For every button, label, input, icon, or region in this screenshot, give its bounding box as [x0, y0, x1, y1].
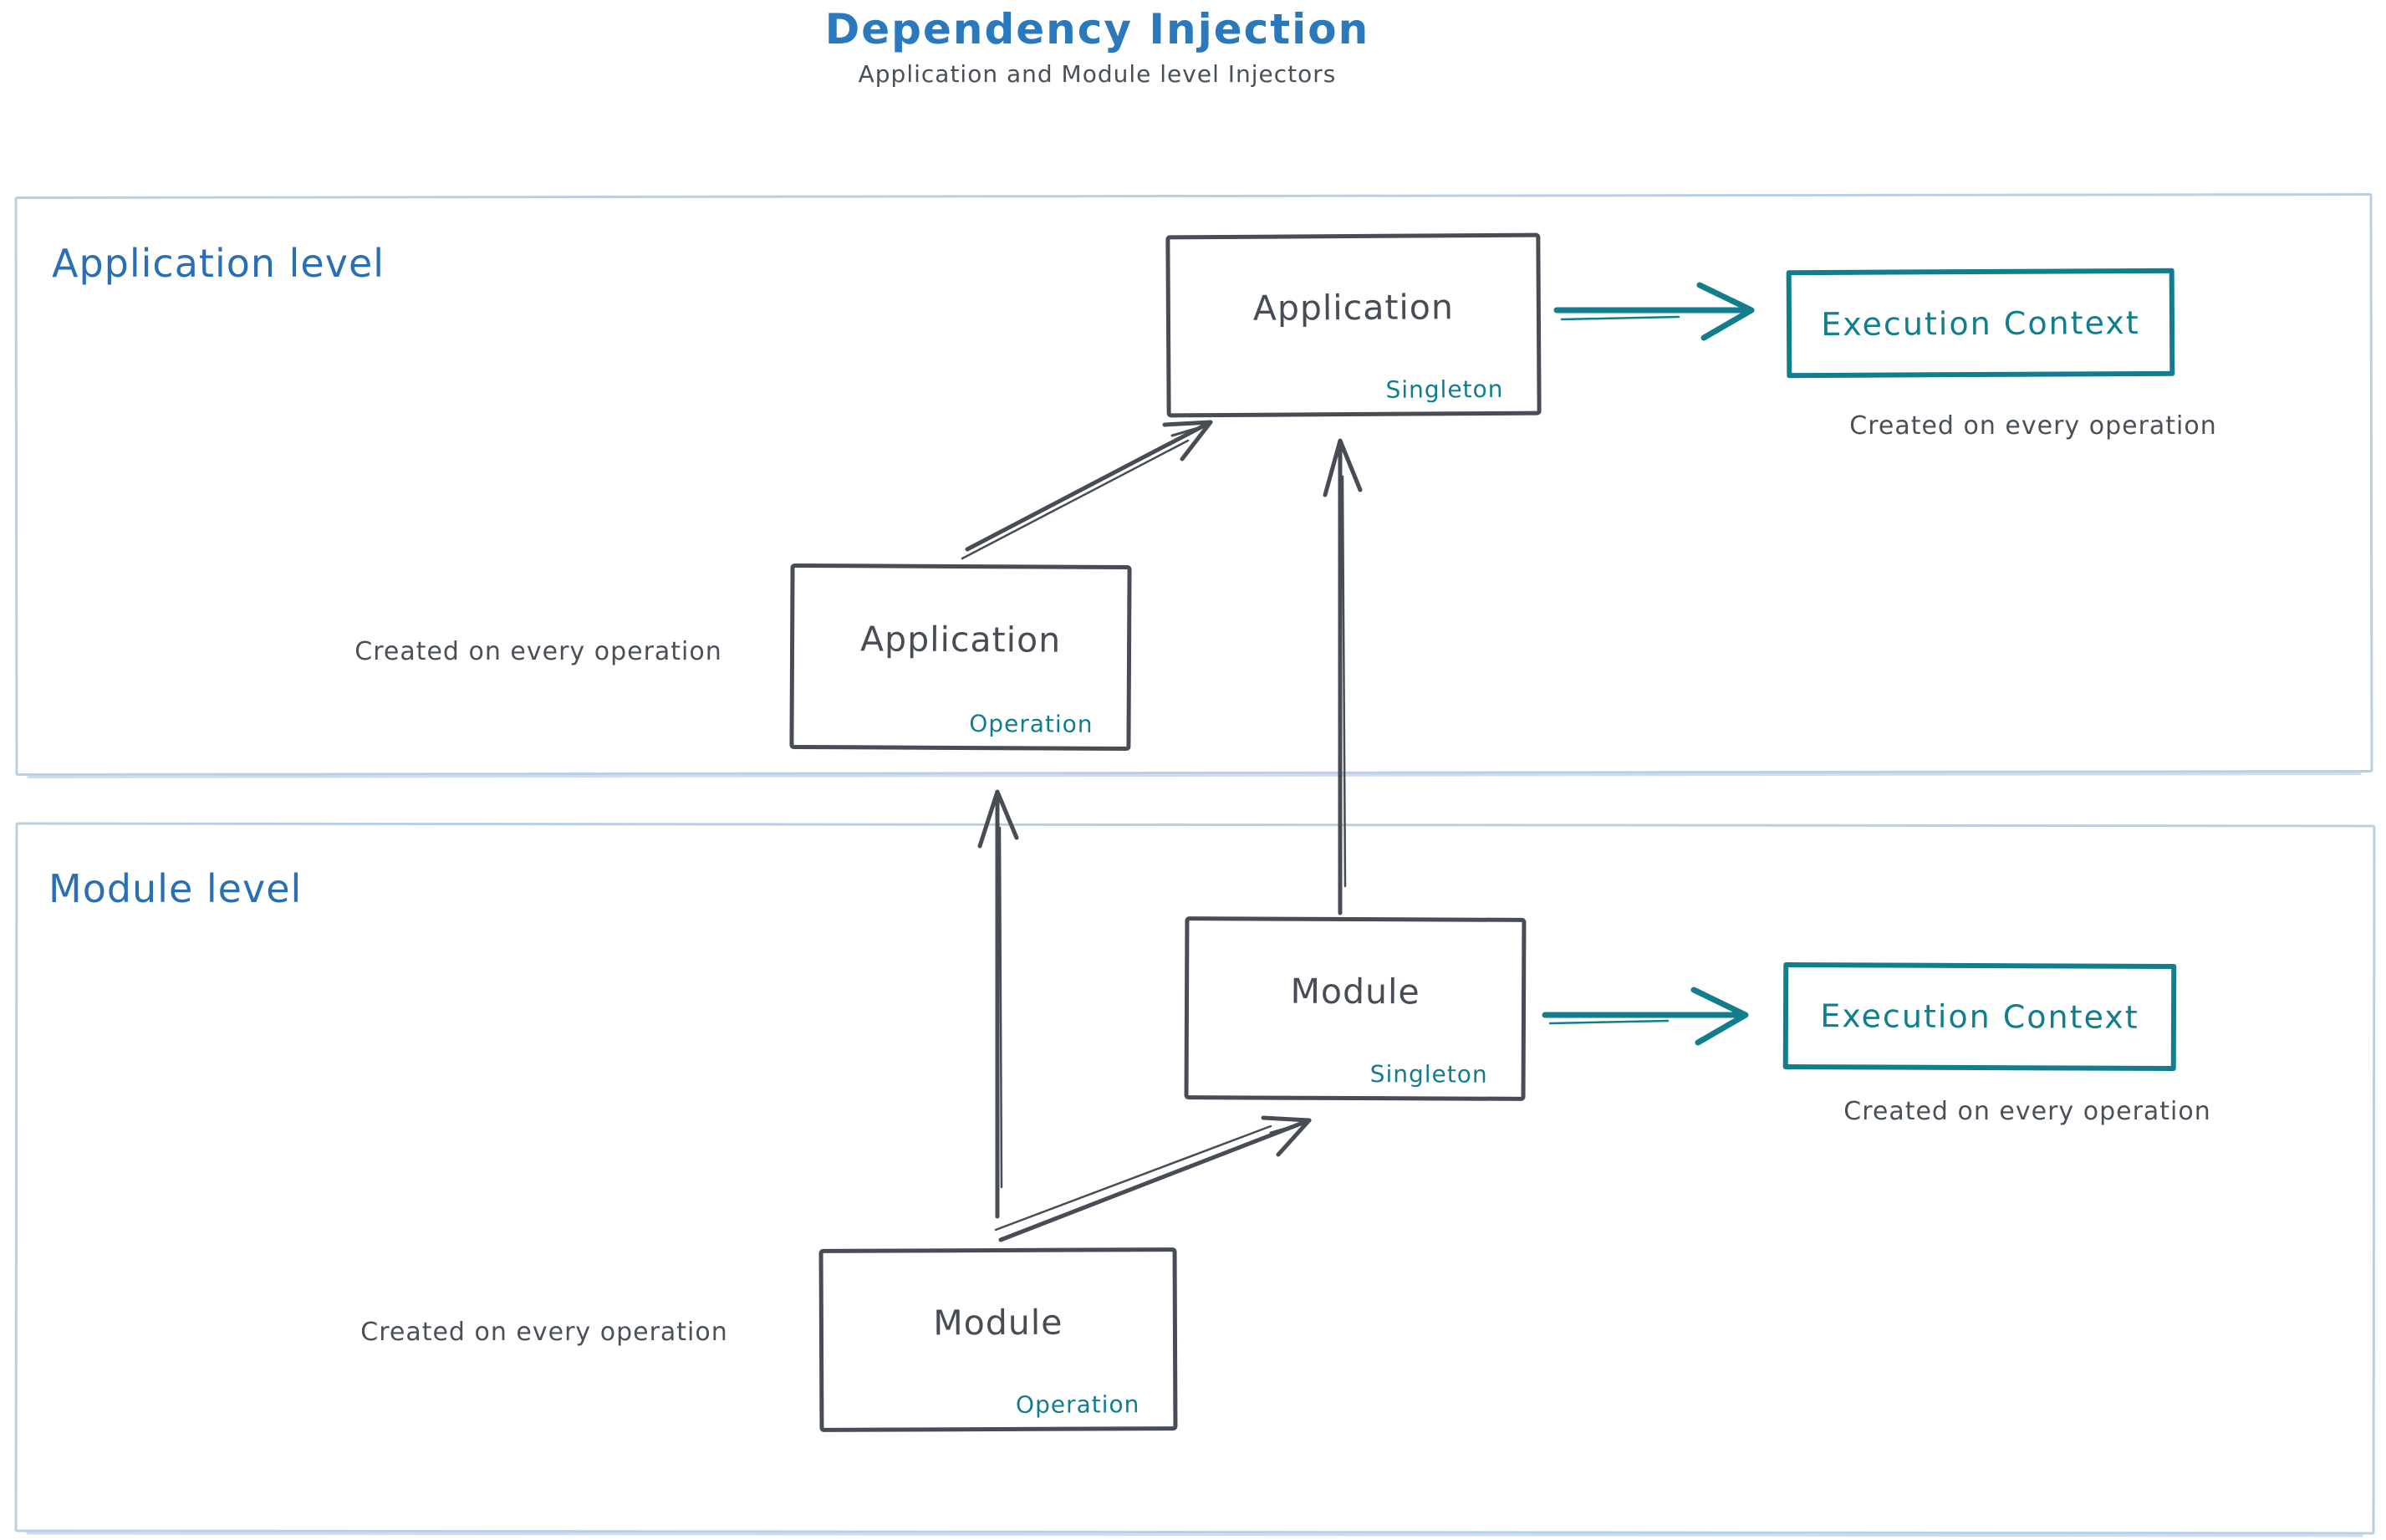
module-execution-context-label: Execution Context [1820, 997, 2139, 1036]
application-execution-context-caption: Created on every operation [1849, 411, 2217, 441]
application-execution-context-box: Execution Context [1786, 268, 2175, 379]
application-operation-scope-label: Operation [969, 710, 1094, 738]
diagram-subtitle: Application and Module level Injectors [858, 60, 1337, 88]
module-level-label: Module level [48, 866, 303, 911]
application-singleton-scope-label: Singleton [1385, 375, 1504, 404]
application-level-label: Application level [52, 241, 385, 286]
application-operation-box: Application Operation [789, 563, 1132, 752]
application-operation-caption: Created on every operation [354, 637, 722, 666]
application-operation-title: Application [859, 619, 1062, 660]
application-execution-context-label: Execution Context [1821, 303, 2140, 343]
module-operation-scope-label: Operation [1015, 1390, 1140, 1419]
module-operation-caption: Created on every operation [360, 1318, 728, 1347]
application-singleton-title: Application [1252, 287, 1455, 329]
module-singleton-title: Module [1290, 971, 1420, 1012]
module-operation-title: Module [933, 1302, 1063, 1343]
module-execution-context-box: Execution Context [1782, 961, 2177, 1072]
module-singleton-scope-label: Singleton [1369, 1060, 1488, 1089]
module-operation-box: Module Operation [818, 1247, 1178, 1432]
module-execution-context-caption: Created on every operation [1843, 1097, 2211, 1126]
application-singleton-box: Application Singleton [1165, 232, 1542, 418]
module-singleton-box: Module Singleton [1184, 916, 1527, 1101]
diagram-title: Dependency Injection [824, 5, 1370, 54]
